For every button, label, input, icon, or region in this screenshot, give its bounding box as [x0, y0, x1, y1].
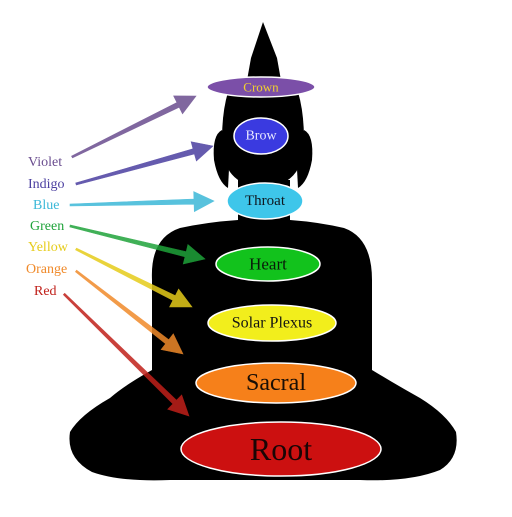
label-indigo: Indigo: [28, 177, 65, 192]
chakra-solar-plexus-ellipse: [207, 304, 337, 342]
label-red: Red: [34, 284, 57, 299]
label-violet: Violet: [28, 155, 63, 170]
chakra-brow-ellipse: [233, 117, 289, 155]
label-green: Green: [30, 219, 65, 234]
chakra-sacral: Sacral: [195, 362, 357, 404]
chakra-throat-label: Throat: [245, 193, 286, 209]
label-blue: Blue: [33, 198, 60, 213]
label-yellow: Yellow: [28, 240, 68, 255]
chakra-sacral-ellipse: [195, 362, 357, 404]
chakra-root-label: Root: [250, 431, 312, 467]
chakra-root: Root: [180, 421, 382, 477]
arrow-violet: [71, 95, 197, 159]
chakra-solar-plexus: Solar Plexus: [207, 304, 337, 342]
arrow-green: [69, 224, 206, 265]
chakra-heart-label: Heart: [249, 255, 287, 274]
ear-left: [213, 130, 230, 188]
chakra-solar-plexus-label: Solar Plexus: [232, 315, 312, 332]
ear-right: [296, 130, 313, 188]
head-spire: [246, 22, 282, 86]
chakra-crown-label: Crown: [243, 80, 279, 95]
chakra-sacral-label: Sacral: [246, 370, 306, 396]
arrow-red: [62, 292, 190, 417]
chakra-crown-ellipse: [206, 76, 316, 98]
chakra-heart-ellipse: [215, 246, 321, 282]
chakra-heart: Heart: [215, 246, 321, 282]
chakra-throat-ellipse: [226, 182, 304, 220]
label-orange: Orange: [26, 262, 68, 277]
arrow-yellow: [75, 247, 193, 308]
chakra-throat: Throat: [226, 182, 304, 220]
arrow-blue: [69, 191, 215, 213]
chakra-brow-label: Brow: [245, 129, 277, 144]
arrows: [62, 95, 215, 417]
chakra-brow: Brow: [233, 117, 289, 155]
arrow-indigo: [75, 141, 214, 186]
chakra-crown: Crown: [206, 76, 316, 98]
chakra-root-ellipse: [180, 421, 382, 477]
torso-and-legs: [69, 220, 457, 481]
arrow-orange: [74, 269, 184, 355]
